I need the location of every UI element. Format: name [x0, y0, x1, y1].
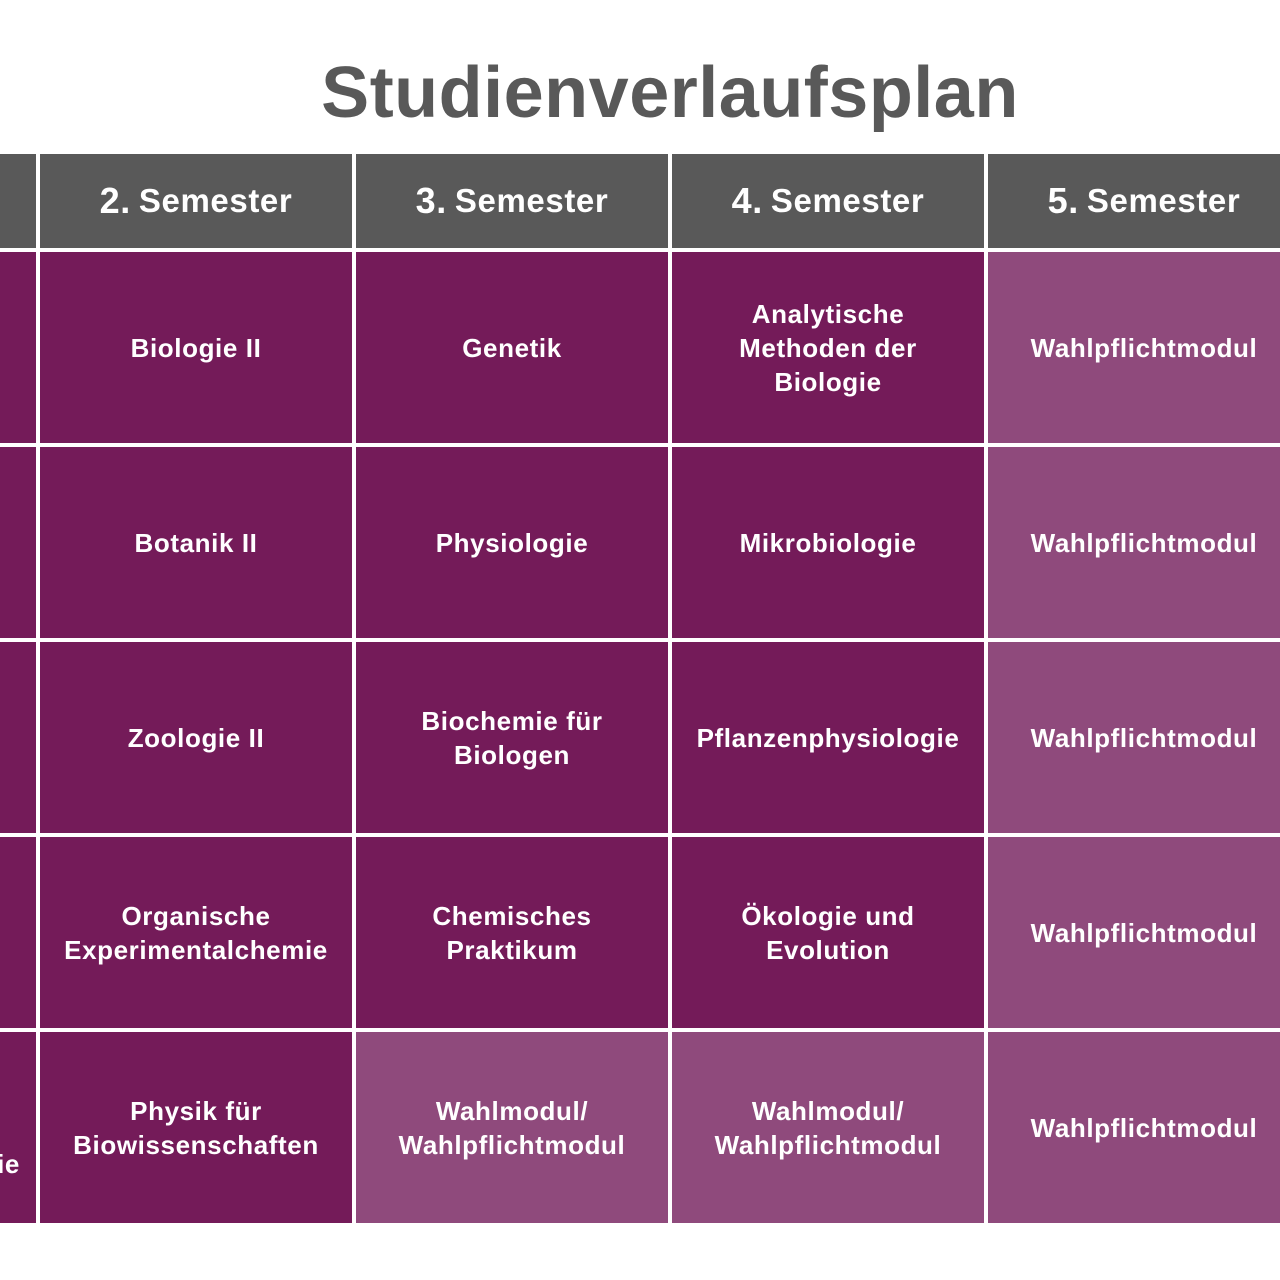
semester-header-3: 3.Semester	[356, 154, 668, 248]
semester-number: 3.	[415, 180, 447, 221]
study-plan-table: 2.Semester 3.Semester 4.Semester 5.Semes…	[0, 154, 1280, 1223]
module-cell: Analytische Methoden der Biologie	[672, 252, 984, 443]
module-cell: Wahlpflichtmodul	[988, 447, 1280, 638]
module-cell: Genetik	[356, 252, 668, 443]
semester-label: Semester	[1086, 182, 1241, 219]
module-cell: Wahlpflichtmodul	[988, 837, 1280, 1028]
module-cell: Physik für Biowissenschaften	[40, 1032, 352, 1223]
module-cell	[0, 252, 36, 443]
module-cell: Wahlmodul/ Wahlpflichtmodul	[356, 1032, 668, 1223]
module-cell	[0, 642, 36, 833]
module-cell: Organische Experimentalchemie	[40, 837, 352, 1028]
module-cell: Chemisches Praktikum	[356, 837, 668, 1028]
semester-header-2: 2.Semester	[40, 154, 352, 248]
semester-header-1	[0, 154, 36, 248]
semester-number: 2.	[99, 180, 131, 221]
module-cell: Wahlpflichtmodul	[988, 252, 1280, 443]
semester-header-4: 4.Semester	[672, 154, 984, 248]
module-cell: ie	[0, 1032, 36, 1223]
semester-number: 5.	[1047, 180, 1079, 221]
module-cell: Ökologie und Evolution	[672, 837, 984, 1028]
module-cell: Biochemie für Biologen	[356, 642, 668, 833]
module-cell: Mikrobiologie	[672, 447, 984, 638]
module-cell: Physiologie	[356, 447, 668, 638]
module-cell: Pflanzenphysiologie	[672, 642, 984, 833]
module-cell: Biologie II	[40, 252, 352, 443]
page-title: Studienverlaufsplan	[321, 53, 1019, 133]
module-cell: Botanik II	[40, 447, 352, 638]
semester-label: Semester	[454, 182, 609, 219]
semester-header-5: 5.Semester	[988, 154, 1280, 248]
module-cell	[0, 837, 36, 1028]
semester-number: 4.	[731, 180, 763, 221]
module-cell: Wahlmodul/ Wahlpflichtmodul	[672, 1032, 984, 1223]
module-cell: Wahlpflichtmodul	[988, 642, 1280, 833]
semester-label: Semester	[138, 182, 293, 219]
module-cell	[0, 447, 36, 638]
module-cell: Zoologie II	[40, 642, 352, 833]
module-cell: Wahlpflichtmodul	[988, 1032, 1280, 1223]
semester-label: Semester	[770, 182, 925, 219]
